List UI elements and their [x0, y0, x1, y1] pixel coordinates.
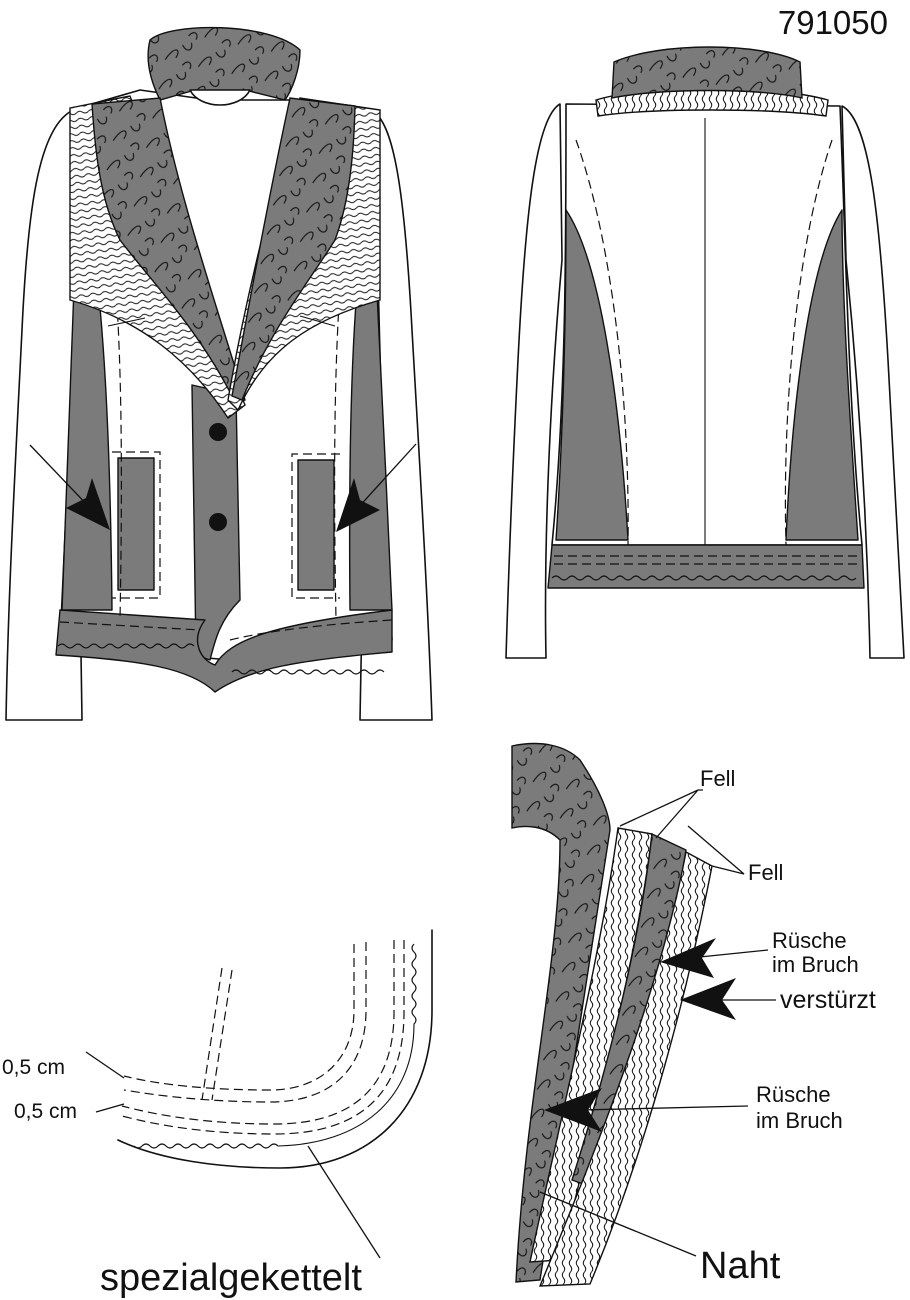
leader-seam	[539, 1191, 697, 1257]
front-left-arrow	[29, 444, 110, 530]
front-left-lapel-fur	[91, 97, 246, 405]
back-view	[505, 46, 905, 659]
back-hem-stitching	[554, 555, 860, 565]
leader-chain-stitch	[307, 1145, 381, 1259]
back-right-princess-seam	[784, 139, 833, 546]
front-right-pocket-stitching	[291, 453, 340, 599]
front-right-lapel-fur	[231, 97, 356, 401]
arrow-ruffle-fold-1	[660, 938, 716, 978]
detail-fur-outer	[511, 742, 611, 1283]
leader-ruffle-fold-1	[689, 949, 769, 959]
front-button-top	[209, 423, 227, 441]
back-left-princess-seam	[575, 139, 629, 546]
label-seam-allowance-1: 0,5 cm	[2, 1056, 65, 1079]
front-right-pocket	[297, 459, 335, 591]
back-collar-fur	[611, 46, 803, 99]
hem-detail-placket-seam	[201, 967, 233, 1101]
front-hem-band	[55, 609, 393, 693]
back-hem-band	[547, 544, 865, 589]
back-left-sleeve	[505, 103, 563, 659]
front-right-dart-mark	[299, 315, 336, 327]
arrow-turned	[680, 978, 736, 1020]
back-right-side-panel	[785, 209, 859, 541]
back-right-sleeve	[841, 105, 905, 659]
style-number: 791050	[778, 4, 888, 41]
hem-detail	[85, 929, 433, 1259]
leader-allowance-2	[95, 1103, 125, 1113]
leader-ruffle-fold-2	[579, 1105, 749, 1111]
hem-detail-stitch-3	[121, 940, 395, 1125]
front-button-bottom	[209, 513, 227, 531]
front-hem-stitching	[59, 619, 393, 641]
front-neckline	[189, 89, 251, 106]
label-special-chain-stitch: spezialgekettelt	[100, 1257, 362, 1299]
label-ruffle-fold-1-line1: Rüsche	[772, 928, 847, 953]
arrow-ruffle-fold-2	[544, 1088, 602, 1132]
label-ruffle-fold-1-line2: im Bruch	[772, 952, 859, 977]
leader-fur-2	[687, 825, 745, 875]
lapel-detail	[511, 742, 776, 1287]
leader-fur-1	[619, 789, 703, 839]
hem-detail-chain-stitch	[133, 943, 417, 1149]
front-collar-fur	[147, 26, 301, 101]
label-seam: Naht	[700, 1245, 781, 1287]
label-seam-allowance-2: 0,5 cm	[14, 1100, 77, 1123]
front-left-pocket	[117, 457, 155, 591]
front-view	[5, 26, 433, 721]
hem-detail-stitch-4	[121, 940, 405, 1135]
hem-detail-outline	[117, 929, 433, 1169]
label-turned: verstürzt	[780, 986, 876, 1014]
label-fur-2: Fell	[748, 860, 783, 885]
leader-allowance-1	[85, 1051, 125, 1079]
back-left-side-panel	[555, 209, 629, 541]
front-right-arrow	[336, 443, 417, 532]
label-ruffle-fold-2-line1: Rüsche	[756, 1082, 831, 1107]
hem-detail-stitch-1	[123, 944, 355, 1091]
front-left-pocket-stitching	[112, 451, 161, 599]
back-hem-chain-stitch	[551, 575, 857, 581]
front-left-dart-mark	[107, 317, 146, 327]
label-fur-1: Fell	[700, 766, 735, 791]
front-hem-chain-stitch	[57, 643, 385, 675]
hem-detail-stitch-2	[123, 942, 367, 1103]
label-ruffle-fold-2-line2: im Bruch	[756, 1108, 843, 1133]
